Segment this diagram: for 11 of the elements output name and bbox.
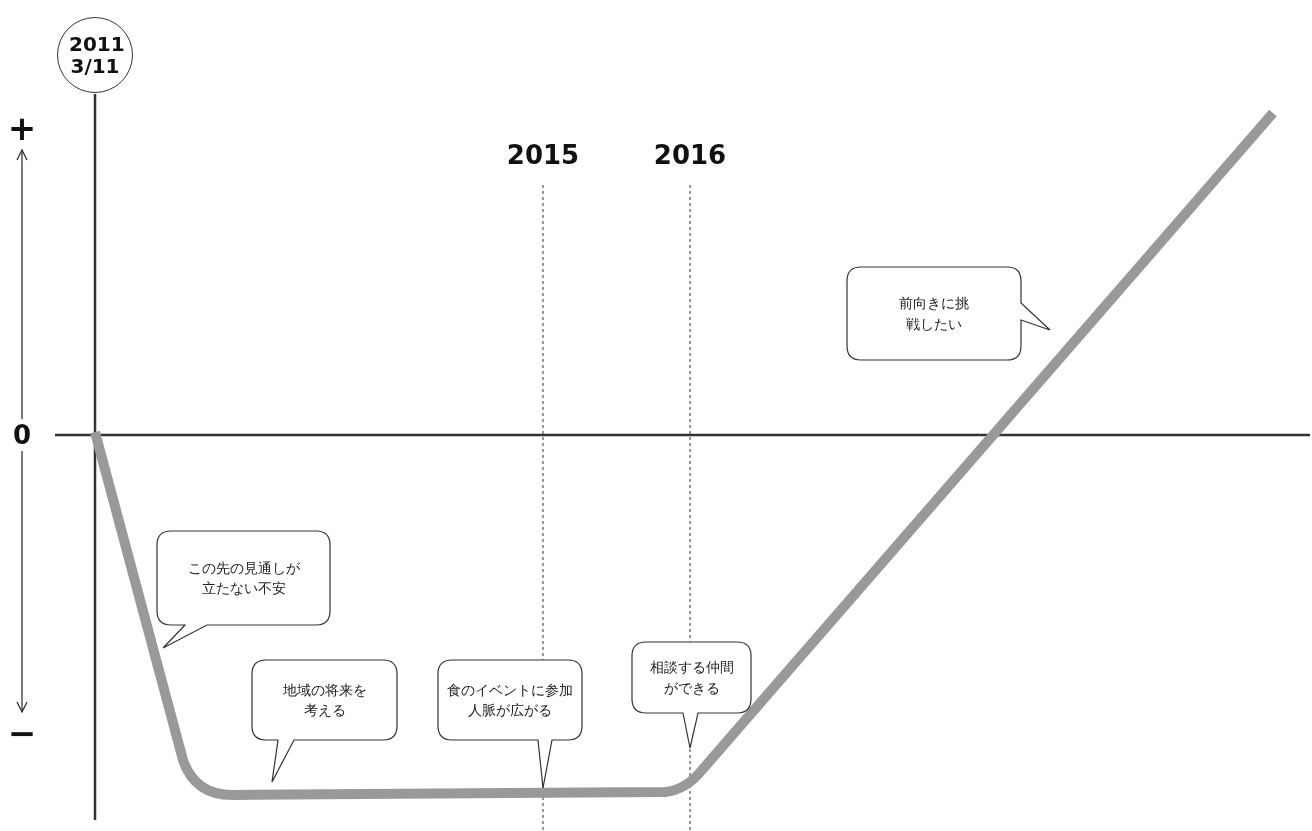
speech-bubble <box>251 659 398 783</box>
bubble-text: 食のイベントに参加 <box>447 680 573 700</box>
speech-bubble <box>437 659 583 789</box>
speech-bubble <box>846 266 1051 361</box>
bubble-text: この先の見通しが立たない不安 <box>186 558 301 598</box>
bubble-text: 人脈が広がる <box>468 701 552 720</box>
bubble-text: 地域の将来を考える <box>281 680 368 720</box>
speech-bubble <box>631 641 752 749</box>
bubble-text: 相談する仲間ができる <box>648 658 735 698</box>
speech-bubble <box>156 530 331 649</box>
bubble-text: 前向きに挑戦したい <box>898 294 970 334</box>
